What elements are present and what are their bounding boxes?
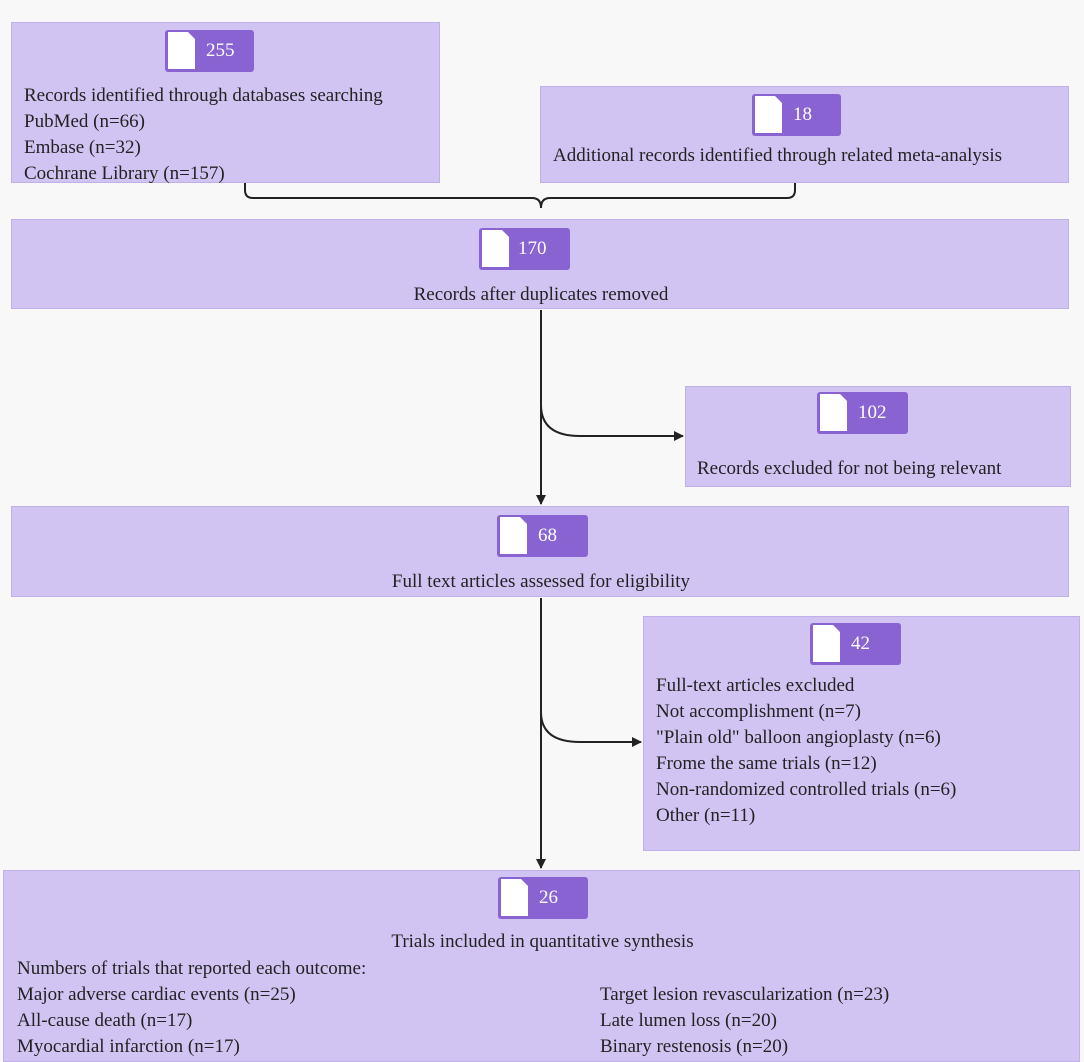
excluded-fulltext-line: Other (n=11)	[656, 805, 756, 826]
duplicates-removed-label: Records after duplicates removed	[413, 284, 669, 305]
outcome-item: Myocardial infarction (n=17)	[17, 1036, 240, 1057]
document-icon	[820, 394, 847, 431]
document-icon	[755, 96, 782, 133]
count-badge: 255	[165, 30, 254, 72]
count-value: 255	[206, 40, 235, 61]
outcome-item: Binary restenosis (n=20)	[600, 1036, 789, 1057]
count-badge: 42	[810, 623, 901, 665]
identification-line: Cochrane Library (n=157)	[24, 163, 225, 184]
count-badge: 170	[479, 228, 570, 270]
identification-line: PubMed (n=66)	[24, 111, 146, 132]
additional-records-box: 18 Additional records identified through…	[540, 86, 1069, 183]
count-value: 170	[518, 238, 547, 259]
arrow-to-excluded-relevance	[540, 404, 684, 441]
count-value: 18	[793, 104, 812, 125]
document-icon	[500, 517, 527, 554]
excluded-relevance-label: Records excluded for not being relevant	[697, 458, 1002, 479]
identification-line: Embase (n=32)	[24, 137, 141, 158]
excluded-fulltext-line: Not accomplishment (n=7)	[656, 701, 861, 722]
count-value: 68	[538, 525, 557, 546]
identification-box: 255 Records identified through databases…	[11, 22, 440, 184]
count-badge: 102	[817, 392, 908, 434]
eligibility-label: Full text articles assessed for eligibil…	[391, 571, 691, 592]
eligibility-box: 68 Full text articles assessed for eligi…	[11, 506, 1069, 597]
count-badge: 26	[498, 877, 588, 919]
excluded-fulltext-line: "Plain old" balloon angioplasty (n=6)	[656, 727, 941, 748]
outcome-item: All-cause death (n=17)	[17, 1010, 193, 1031]
excluded-fulltext-line: Frome the same trials (n=12)	[656, 753, 877, 774]
count-value: 102	[858, 402, 887, 423]
identification-line: Records identified through databases sea…	[24, 85, 383, 106]
excluded-relevance-box: 102 Records excluded for not being relev…	[685, 386, 1071, 487]
included-label: Trials included in quantitative synthesi…	[391, 931, 694, 952]
excluded-fulltext-box: 42 Full-text articles excluded Not accom…	[643, 616, 1080, 851]
document-icon	[501, 879, 528, 916]
excluded-fulltext-line: Full-text articles excluded	[656, 675, 855, 696]
outcome-item: Major adverse cardiac events (n=25)	[17, 984, 296, 1005]
merge-bracket	[244, 183, 796, 209]
outcomes-subheading: Numbers of trials that reported each out…	[17, 958, 367, 979]
arrow-to-excluded-fulltext	[540, 711, 642, 747]
additional-records-label: Additional records identified through re…	[553, 145, 1002, 166]
count-badge: 68	[497, 515, 588, 557]
included-box: 26 Trials included in quantitative synth…	[3, 870, 1080, 1062]
document-icon	[482, 230, 509, 267]
excluded-fulltext-line: Non-randomized controlled trials (n=6)	[656, 779, 957, 800]
document-icon	[168, 32, 195, 69]
count-badge: 18	[752, 94, 841, 136]
count-value: 42	[851, 633, 870, 654]
document-icon	[813, 625, 840, 662]
outcome-item: Target lesion revascularization (n=23)	[600, 984, 890, 1005]
duplicates-removed-box: 170 Records after duplicates removed	[11, 219, 1069, 309]
count-value: 26	[539, 887, 558, 908]
outcome-item: Late lumen loss (n=20)	[600, 1010, 777, 1031]
